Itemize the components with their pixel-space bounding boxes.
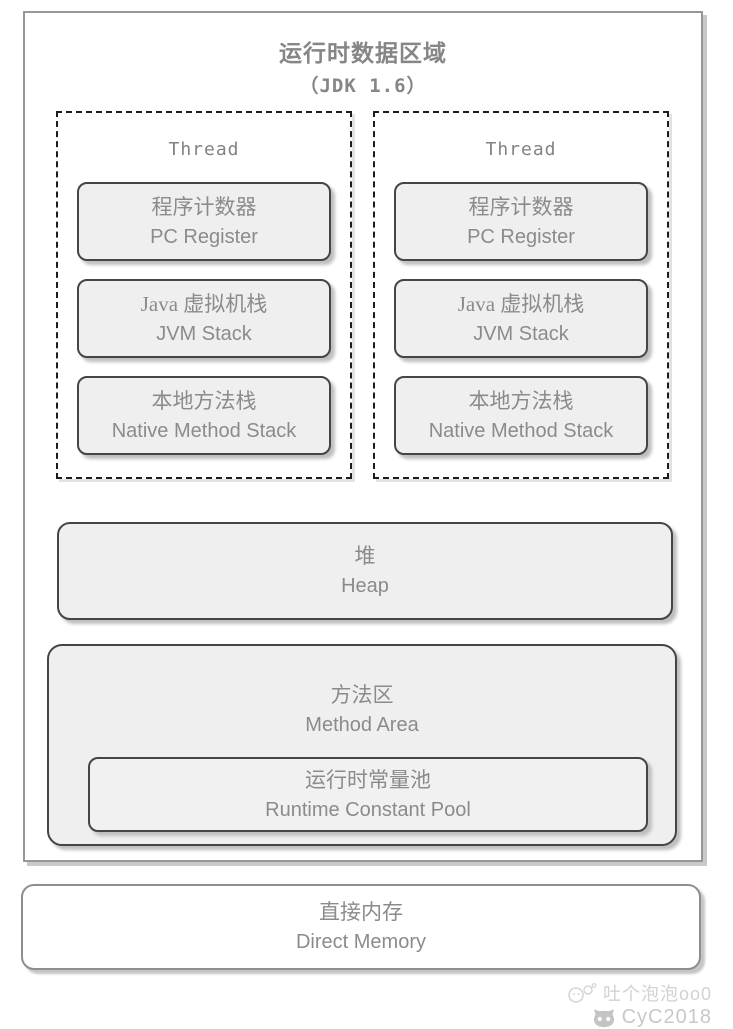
thread-box-1: Thread 程序计数器 PC Register Java 虚拟机栈 JVM S… [56, 111, 352, 479]
jvm-stack-label-en: JVM Stack [473, 322, 569, 345]
method-area-box: 方法区 Method Area 运行时常量池 Runtime Constant … [47, 644, 677, 846]
runtime-constant-pool-box: 运行时常量池 Runtime Constant Pool [88, 757, 648, 832]
runtime-constant-pool-label-zh: 运行时常量池 [305, 767, 431, 792]
pc-register-label-en: PC Register [467, 225, 575, 248]
thread-label: Thread [485, 139, 557, 160]
direct-memory-box: 直接内存 Direct Memory [21, 884, 701, 970]
thread-label: Thread [168, 139, 240, 160]
native-method-stack-label-en: Native Method Stack [111, 419, 297, 442]
runtime-data-area-frame: 运行时数据区域 （JDK 1.6） Thread 程序计数器 PC Regist… [23, 11, 703, 862]
heap-box: 堆 Heap [57, 522, 673, 620]
jvm-stack-label-en: JVM Stack [156, 322, 252, 345]
native-method-stack-box: 本地方法栈 Native Method Stack [77, 376, 331, 455]
jvm-stack-label-zh: Java 虚拟机栈 [140, 291, 268, 316]
bubble-face-icon [567, 982, 597, 1004]
native-method-stack-label-zh: 本地方法栈 [151, 388, 257, 413]
pc-register-label-zh: 程序计数器 [151, 194, 257, 219]
pc-register-box: 程序计数器 PC Register [77, 182, 331, 261]
jvm-stack-box: Java 虚拟机栈 JVM Stack [77, 279, 331, 358]
pc-register-box: 程序计数器 PC Register [394, 182, 648, 261]
native-method-stack-label-en: Native Method Stack [428, 419, 614, 442]
native-method-stack-box: 本地方法栈 Native Method Stack [394, 376, 648, 455]
watermark-text-2: CyC2018 [621, 1006, 712, 1028]
direct-memory-label-zh: 直接内存 [319, 900, 403, 924]
heap-label-zh: 堆 [354, 544, 376, 568]
pc-register-label-en: PC Register [150, 225, 258, 248]
watermark: 吐个泡泡oo0 CyC2018 [567, 980, 712, 1029]
watermark-line-1: 吐个泡泡oo0 [567, 980, 712, 1006]
pc-register-label-zh: 程序计数器 [468, 194, 574, 219]
method-area-label-en: Method Area [305, 714, 419, 736]
watermark-text-1: 吐个泡泡oo0 [602, 984, 712, 1004]
jvm-stack-box: Java 虚拟机栈 JVM Stack [394, 279, 648, 358]
octocat-icon [592, 1008, 616, 1028]
heap-label-en: Heap [341, 575, 389, 597]
diagram-title: 运行时数据区域 [279, 40, 447, 66]
native-method-stack-label-zh: 本地方法栈 [468, 388, 574, 413]
watermark-line-2: CyC2018 [567, 1006, 712, 1029]
threads-row: Thread 程序计数器 PC Register Java 虚拟机栈 JVM S… [56, 111, 669, 479]
method-area-label-zh: 方法区 [330, 683, 394, 707]
jvm-stack-label-zh: Java 虚拟机栈 [457, 291, 585, 316]
diagram-subtitle: （JDK 1.6） [299, 75, 427, 97]
thread-box-2: Thread 程序计数器 PC Register Java 虚拟机栈 JVM S… [373, 111, 669, 479]
runtime-constant-pool-label-en: Runtime Constant Pool [265, 798, 471, 821]
direct-memory-label-en: Direct Memory [295, 931, 426, 953]
